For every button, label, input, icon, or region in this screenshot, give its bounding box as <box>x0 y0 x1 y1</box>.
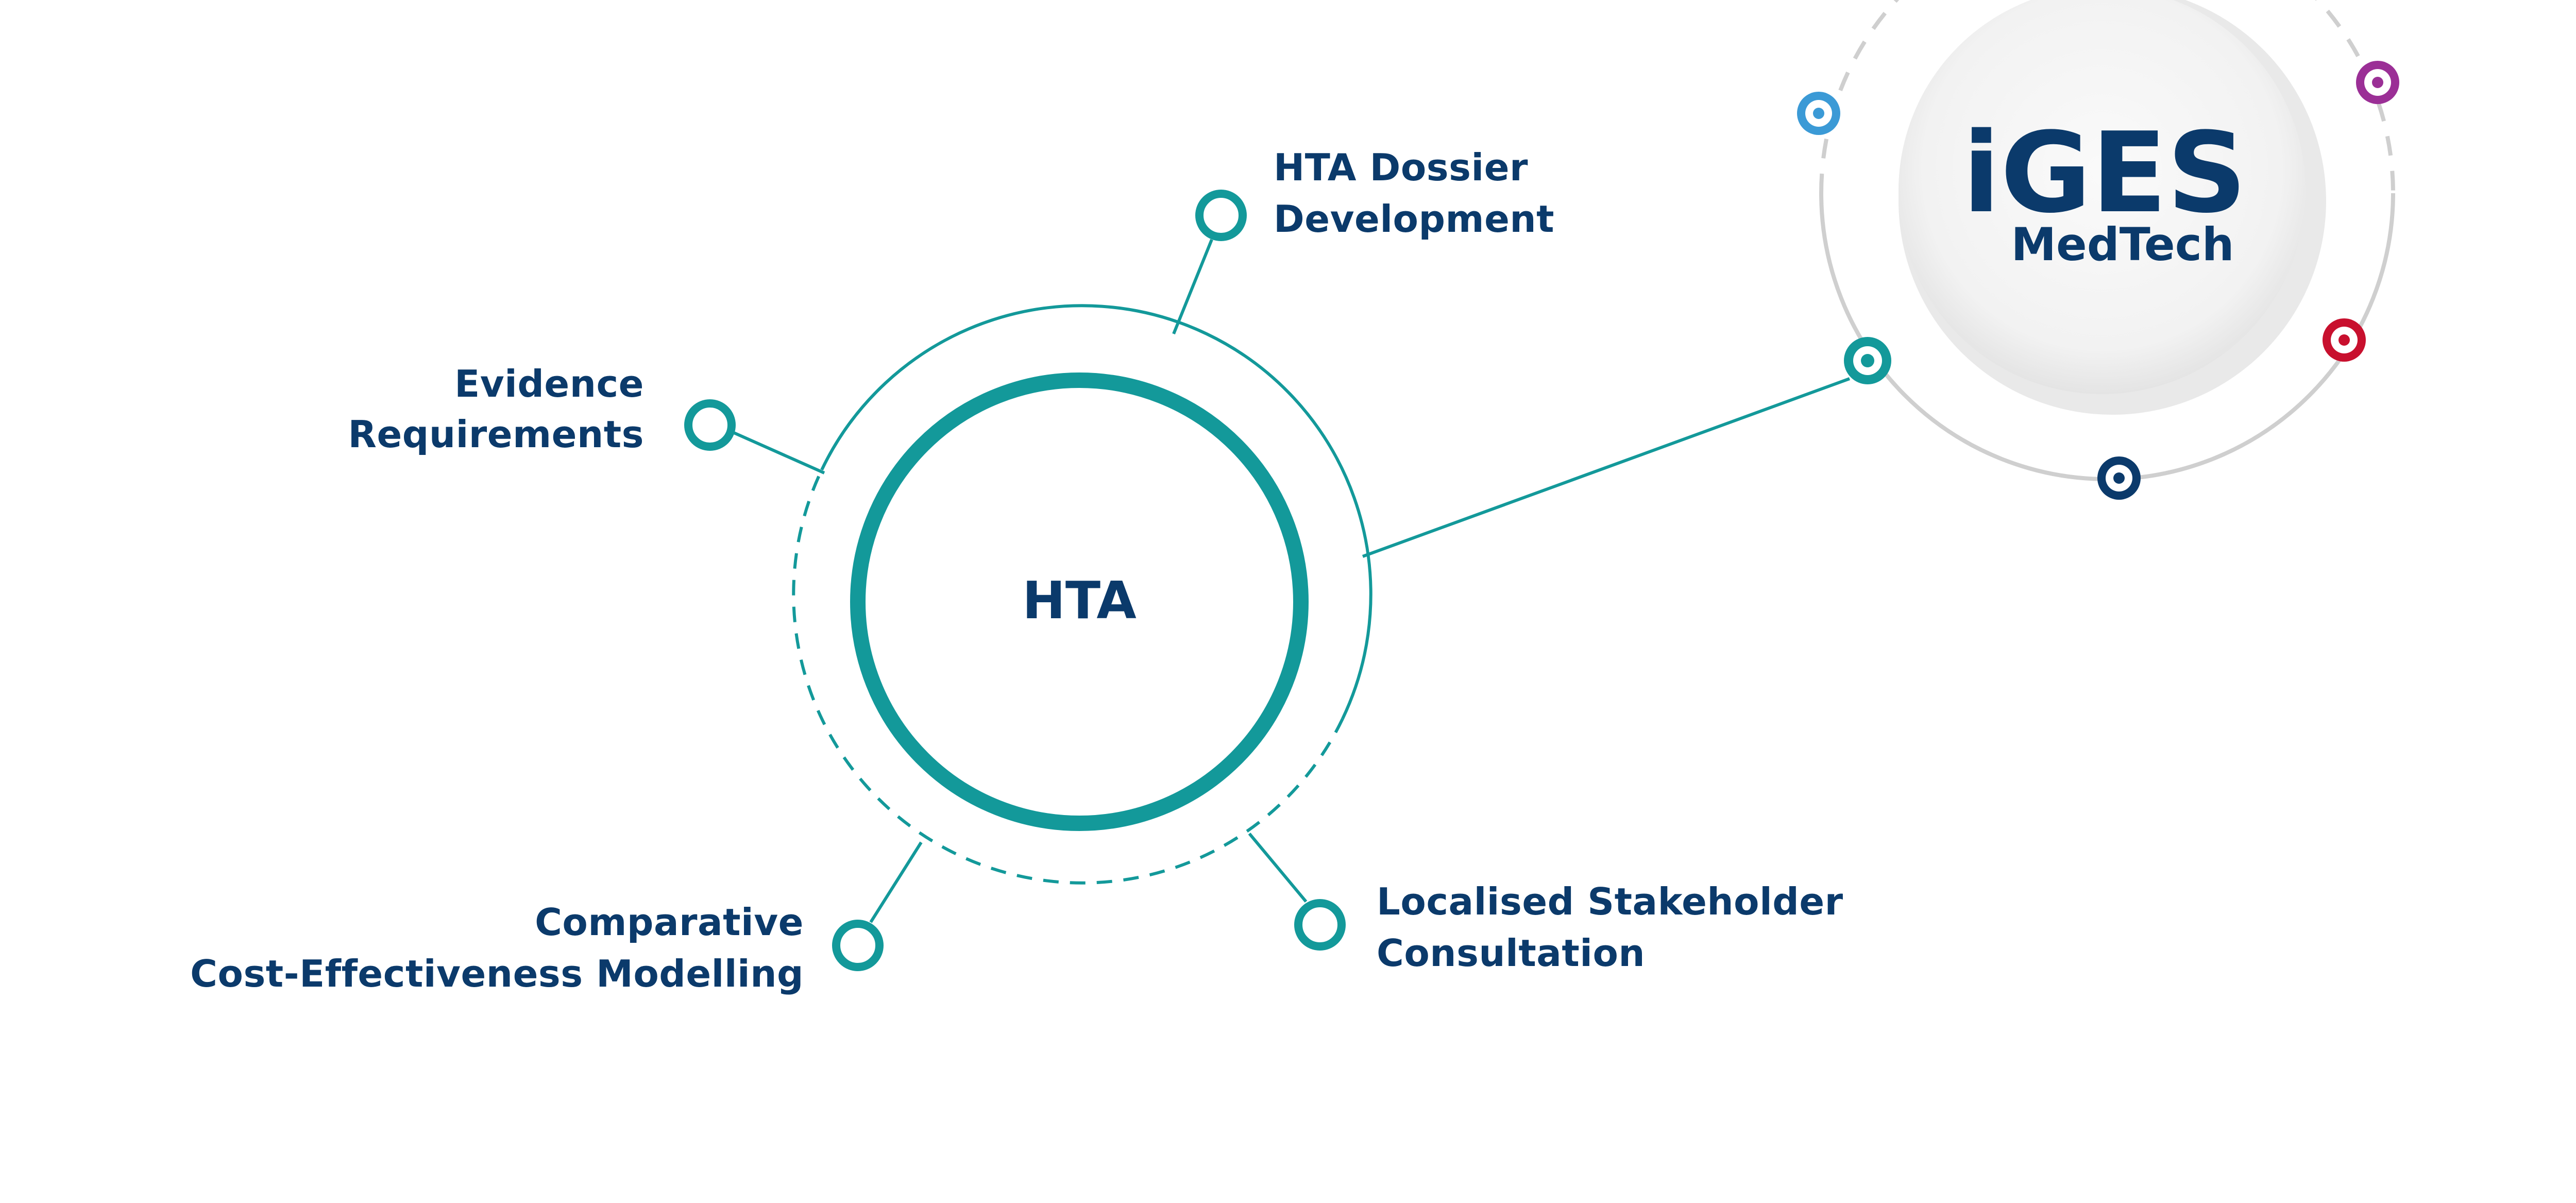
node-evidence-ring-icon <box>684 399 736 451</box>
teal-orbit-dot-icon <box>1844 337 1891 384</box>
hta-hub: HTA <box>792 304 1372 885</box>
node-stakeholder-label-line1: Localised Stakeholder <box>1377 880 1843 923</box>
node-stakeholder-label-line2: Consultation <box>1377 931 1645 975</box>
logo-sub-text: MedTech <box>2011 218 2234 271</box>
node-evidence: Evidence Requirements <box>348 362 825 475</box>
node-dossier: HTA Dossier Development <box>1172 146 1554 335</box>
node-evidence-label-line1: Evidence <box>454 362 644 405</box>
purple-orbit-dot-icon <box>2356 61 2399 104</box>
spoke-evidence <box>731 430 825 475</box>
node-dossier-label-line1: HTA Dossier <box>1274 146 1528 189</box>
red-orbit-dot-icon <box>2323 318 2366 362</box>
logo-cluster: iGES MedTech <box>1797 0 2399 500</box>
node-comparative: Comparative Cost-Effectiveness Modelling <box>190 841 923 995</box>
logo-orbit-dashed <box>1819 0 2395 194</box>
node-comparative-label-line1: Comparative <box>535 901 804 944</box>
spoke-comparative <box>869 841 923 923</box>
hta-outer-ring-solid <box>820 304 1372 720</box>
node-evidence-label-line2: Requirements <box>348 413 644 456</box>
logo-connector-line <box>1362 377 1851 558</box>
node-dossier-ring-icon <box>1195 190 1247 241</box>
node-stakeholder: Localised Stakeholder Consultation <box>1248 833 1843 975</box>
logo-main-text: iGES <box>1962 108 2247 238</box>
spoke-stakeholder <box>1248 833 1308 903</box>
node-stakeholder-ring-icon <box>1294 899 1346 951</box>
blue-orbit-dot-icon <box>1797 92 1840 135</box>
navy-orbit-dot-icon <box>2097 456 2141 500</box>
spoke-dossier <box>1172 239 1213 335</box>
node-comparative-ring-icon <box>832 920 884 971</box>
hta-center-label: HTA <box>1022 570 1137 631</box>
node-dossier-label-line2: Development <box>1274 197 1554 241</box>
logo-disc <box>1899 0 2306 394</box>
hta-inner-ring <box>850 372 1309 831</box>
node-comparative-label-line2: Cost-Effectiveness Modelling <box>190 952 804 995</box>
hta-outer-ring-dashed <box>792 469 1344 885</box>
